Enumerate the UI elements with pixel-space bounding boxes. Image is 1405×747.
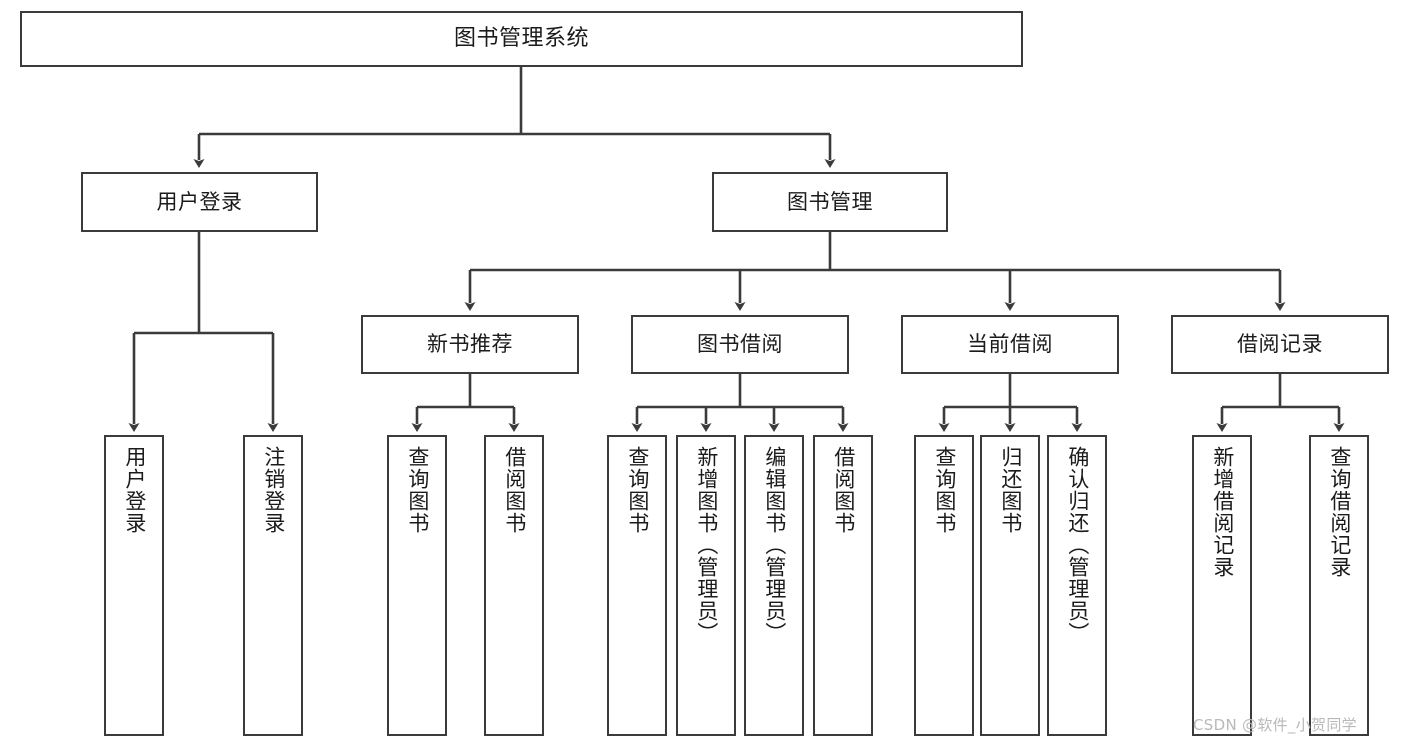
node-label: 查询图书 [932,446,957,534]
node-label: 新书推荐 [427,332,513,357]
leaf-query-book-borrow[interactable]: 查询图书 [607,435,667,736]
node-root-system[interactable]: 图书管理系统 [20,11,1023,67]
node-label: 查询借阅记录 [1327,446,1352,578]
node-label: 用户登录 [122,446,147,534]
leaf-borrow-book[interactable]: 借阅图书 [813,435,873,736]
borrow-record-to-leaves-connectors [1216,374,1345,432]
leaf-user-login[interactable]: 用户登录 [104,435,164,736]
leaf-query-borrow-record[interactable]: 查询借阅记录 [1309,435,1369,736]
node-current-borrow[interactable]: 当前借阅 [901,315,1119,374]
node-label: 图书借阅 [697,332,783,357]
node-label: 归还图书 [998,446,1023,534]
user-login-to-leaves-connectors [128,232,279,432]
leaf-borrow-book-recommend[interactable]: 借阅图书 [484,435,544,736]
leaf-edit-book-admin[interactable]: 编辑图书（管理员） [744,435,804,736]
node-label: 借阅图书 [502,446,527,534]
node-new-book-recommend[interactable]: 新书推荐 [361,315,579,374]
node-label: 图书管理 [787,189,873,214]
node-label: 查询图书 [625,446,650,534]
book-manage-to-level3-connectors [464,232,1286,311]
node-label: 注销登录 [261,446,286,534]
leaf-query-book-current[interactable]: 查询图书 [914,435,974,736]
new-book-rec-to-leaves-connectors [411,374,520,432]
node-label: 用户登录 [156,189,243,214]
leaf-add-borrow-record[interactable]: 新增借阅记录 [1192,435,1252,736]
book-borrow-to-leaves-connectors [631,374,849,432]
node-book-borrow[interactable]: 图书借阅 [631,315,849,374]
leaf-return-book[interactable]: 归还图书 [980,435,1040,736]
node-label: 新增图书（管理员） [694,446,719,644]
leaf-logout[interactable]: 注销登录 [243,435,303,736]
node-label: 借阅图书 [831,446,856,534]
leaf-confirm-return-admin[interactable]: 确认归还（管理员） [1047,435,1107,736]
node-book-management[interactable]: 图书管理 [712,172,948,232]
leaf-query-book-recommend[interactable]: 查询图书 [387,435,447,736]
root-to-level2-connectors [193,67,836,168]
node-label: 当前借阅 [967,332,1053,357]
node-user-login[interactable]: 用户登录 [81,172,318,232]
node-label: 图书管理系统 [453,26,589,52]
current-borrow-to-leaves-connectors [938,374,1083,432]
leaf-add-book-admin[interactable]: 新增图书（管理员） [676,435,736,736]
node-label: 新增借阅记录 [1210,446,1235,578]
node-label: 确认归还（管理员） [1065,446,1090,644]
node-label: 编辑图书（管理员） [762,446,787,644]
node-label: 借阅记录 [1237,332,1323,357]
node-borrow-record[interactable]: 借阅记录 [1171,315,1389,374]
node-label: 查询图书 [405,446,430,534]
